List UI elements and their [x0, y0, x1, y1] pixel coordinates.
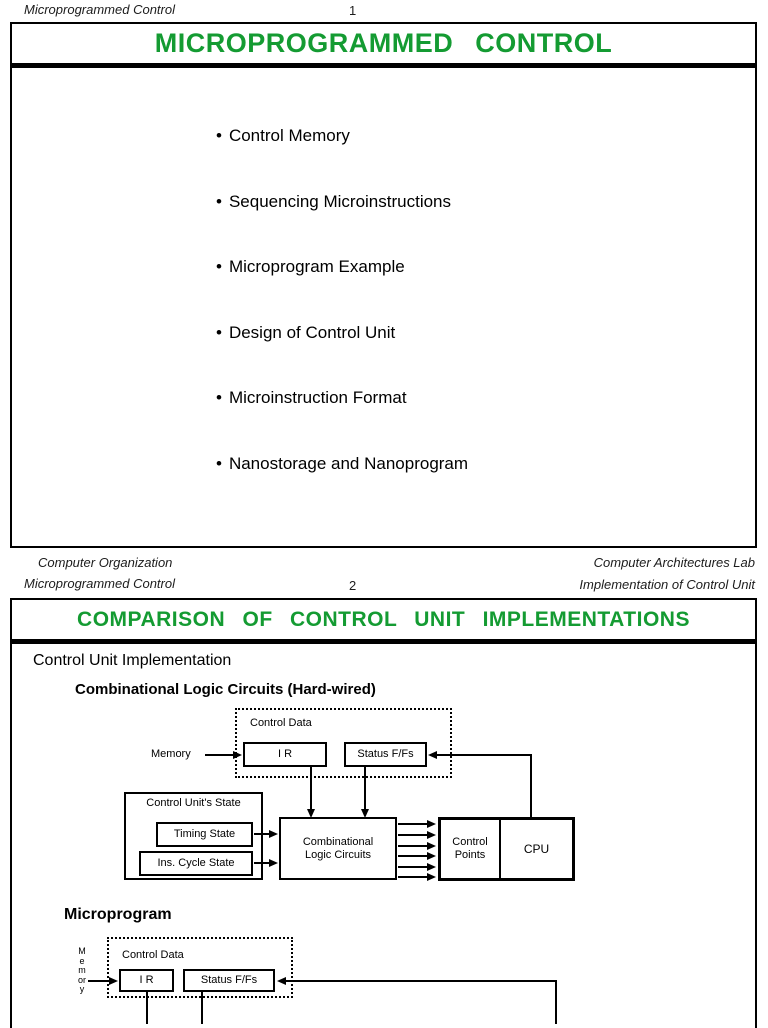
bullet-label: Control Memory	[228, 126, 350, 145]
timing-to-clc-line	[254, 833, 271, 835]
slide2: COMPARISON OF CONTROL UNIT IMPLEMENTATIO…	[10, 598, 757, 1028]
slide1-footer-left: Computer Organization	[38, 555, 173, 570]
slide1-title: MICROPROGRAMMED CONTROL	[12, 24, 755, 68]
control-line	[398, 855, 429, 857]
combinational-logic-circuits-label: Combinational Logic Circuits	[302, 835, 374, 861]
slide2-header-left: Microprogrammed Control	[24, 576, 175, 591]
hardwired-status-ffs-box: Status F/Fs	[344, 742, 427, 767]
ir-to-clc-arrowhead	[307, 809, 315, 818]
microprogram-status-ffs-box: Status F/Fs	[183, 969, 275, 992]
cpu-cell: CPU	[501, 820, 572, 878]
hardwired-control-data-label: Control Data	[250, 717, 312, 729]
feedback-to-status-arrowhead-2	[277, 977, 286, 985]
bullet-icon: •	[216, 257, 222, 276]
control-points-label: Control Points	[452, 836, 488, 861]
bullet-item-design-control-unit: • Design of Control Unit	[216, 323, 395, 343]
bullet-label: Sequencing Microinstructions	[228, 192, 452, 211]
bullet-label: Design of Control Unit	[228, 323, 396, 342]
bullet-item-microprogram-example: • Microprogram Example	[216, 257, 405, 277]
section-heading-control-unit-implementation: Control Unit Implementation	[33, 652, 232, 669]
bullet-item-microinstruction-format: • Microinstruction Format	[216, 388, 407, 408]
slide2-header-right: Implementation of Control Unit	[579, 577, 755, 592]
timing-to-clc-arrowhead	[269, 830, 278, 838]
bullet-label: Microprogram Example	[228, 257, 405, 276]
bullet-item-control-memory: • Control Memory	[216, 126, 350, 146]
bullet-icon: •	[216, 323, 222, 342]
memory-to-ir-arrowhead-2	[109, 977, 118, 985]
subheading-hardwired: Combinational Logic Circuits (Hard-wired…	[75, 681, 376, 698]
control-line	[398, 845, 429, 847]
slide1-header-left: Microprogrammed Control	[24, 2, 175, 17]
control-points-cell: Control Points	[441, 820, 501, 878]
inscycle-to-clc-line	[254, 862, 271, 864]
control-points-cpu-box: Control Points CPU	[438, 817, 575, 881]
slide1-page-number: 1	[349, 3, 357, 18]
cpu-to-status-vline	[530, 754, 532, 818]
inscycle-to-clc-arrowhead	[269, 859, 278, 867]
ir-down-line-2	[146, 992, 148, 1024]
control-line-arrowhead	[427, 852, 436, 860]
bullet-icon: •	[216, 454, 222, 473]
timing-state-box: Timing State	[156, 822, 253, 847]
control-line-arrowhead	[427, 842, 436, 850]
hardwired-control-data-dotted-box	[235, 708, 452, 778]
control-line-arrowhead	[427, 820, 436, 828]
bullet-icon: •	[216, 388, 222, 407]
control-line-arrowhead	[427, 831, 436, 839]
microprogram-control-data-dotted-box	[107, 937, 293, 998]
ins-cycle-state-box: Ins. Cycle State	[139, 851, 253, 876]
slide1: MICROPROGRAMMED CONTROL	[10, 22, 757, 548]
control-line-arrowhead	[427, 863, 436, 871]
memory-to-ir-line-2	[88, 980, 111, 982]
bullet-icon: •	[216, 192, 222, 211]
control-units-state-label: Control Unit's State	[146, 797, 241, 809]
control-line-arrowhead	[427, 873, 436, 881]
microprogram-control-data-label: Control Data	[122, 949, 184, 961]
bullet-icon: •	[216, 126, 222, 145]
ir-to-clc-line	[310, 767, 312, 811]
hardwired-memory-label: Memory	[151, 748, 191, 760]
feedback-vline-2	[555, 980, 557, 1024]
microprogram-ir-box: I R	[119, 969, 174, 992]
slide2-page-number: 2	[349, 578, 357, 593]
bullet-label: Microinstruction Format	[228, 388, 407, 407]
slide1-footer-right: Computer Architectures Lab	[593, 555, 755, 570]
feedback-hline-2	[285, 980, 557, 982]
hardwired-ir-box: I R	[243, 742, 327, 767]
status-to-clc-arrowhead	[361, 809, 369, 818]
bullet-label: Nanostorage and Nanoprogram	[228, 454, 469, 473]
microprogram-memory-vertical-label: Memory	[77, 946, 86, 994]
memory-to-ir-arrowhead	[233, 751, 242, 759]
bullet-item-sequencing: • Sequencing Microinstructions	[216, 192, 451, 212]
cpu-to-status-hline	[436, 754, 532, 756]
status-to-clc-line	[364, 767, 366, 811]
cpu-to-status-arrowhead	[428, 751, 437, 759]
cpu-label: CPU	[523, 841, 550, 856]
memory-to-ir-line	[205, 754, 235, 756]
control-line	[398, 834, 429, 836]
slide2-title: COMPARISON OF CONTROL UNIT IMPLEMENTATIO…	[12, 600, 755, 644]
bullet-item-nanostorage: • Nanostorage and Nanoprogram	[216, 454, 468, 474]
subheading-microprogram: Microprogram	[64, 906, 172, 923]
combinational-logic-circuits-box: Combinational Logic Circuits	[279, 817, 397, 880]
control-line	[398, 823, 429, 825]
status-down-line-2	[201, 992, 203, 1024]
control-line	[398, 876, 429, 878]
control-line	[398, 866, 429, 868]
